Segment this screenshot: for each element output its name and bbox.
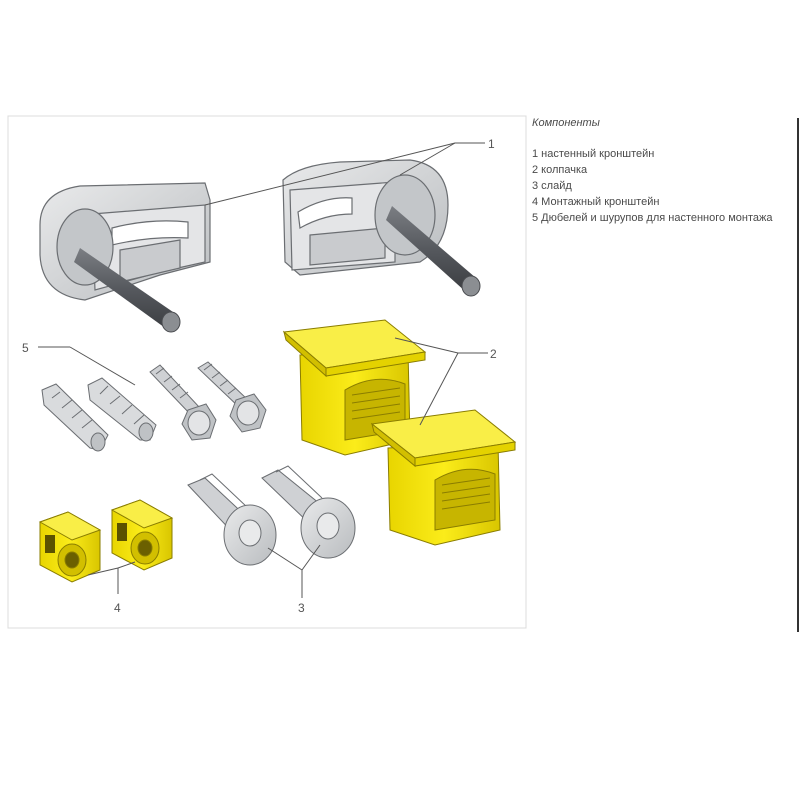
callout-1: 1 (488, 137, 495, 151)
callout-2: 2 (490, 347, 497, 361)
wall-bracket-right-rod (386, 206, 481, 297)
screw-2 (197, 361, 267, 433)
legend-item-dowels-screws: 5 Дюбелей и шурупов для настенного монта… (532, 212, 773, 224)
callout-1-leaders (204, 142, 485, 206)
components-legend: Компоненты 1 настенный кронштейн 2 колпа… (532, 115, 798, 226)
cap-2 (370, 409, 517, 546)
dowel-2 (87, 377, 157, 442)
callout-5-leader (38, 346, 136, 386)
wall-bracket-left-rod (74, 248, 181, 333)
legend-item-mounting-bracket: 4 Монтажный кронштейн (532, 196, 660, 208)
legend-item-caps: 2 колпачка (532, 164, 588, 176)
dowel-1 (41, 383, 109, 452)
callout-4: 4 (114, 601, 121, 615)
legend-item-slide: 3 слайд (532, 180, 572, 192)
slide-1 (187, 473, 277, 566)
callout-3: 3 (298, 601, 305, 615)
callout-2-leaders (394, 337, 488, 426)
illustration-frame (7, 115, 527, 629)
slide-2 (261, 465, 356, 559)
mounting-bracket-1 (38, 511, 102, 583)
legend-list: 1 настенный кронштейн 2 колпачка 3 слайд… (532, 146, 798, 226)
screw-1 (149, 364, 217, 441)
callout-4-leaders (87, 561, 136, 594)
callout-5: 5 (22, 341, 29, 355)
legend-title: Компоненты (532, 117, 600, 129)
mounting-bracket-2 (110, 499, 174, 571)
callout-3-leaders (267, 544, 321, 598)
legend-item-wall-bracket: 1 настенный кронштейн (532, 148, 655, 160)
wall-bracket-right (282, 159, 449, 276)
